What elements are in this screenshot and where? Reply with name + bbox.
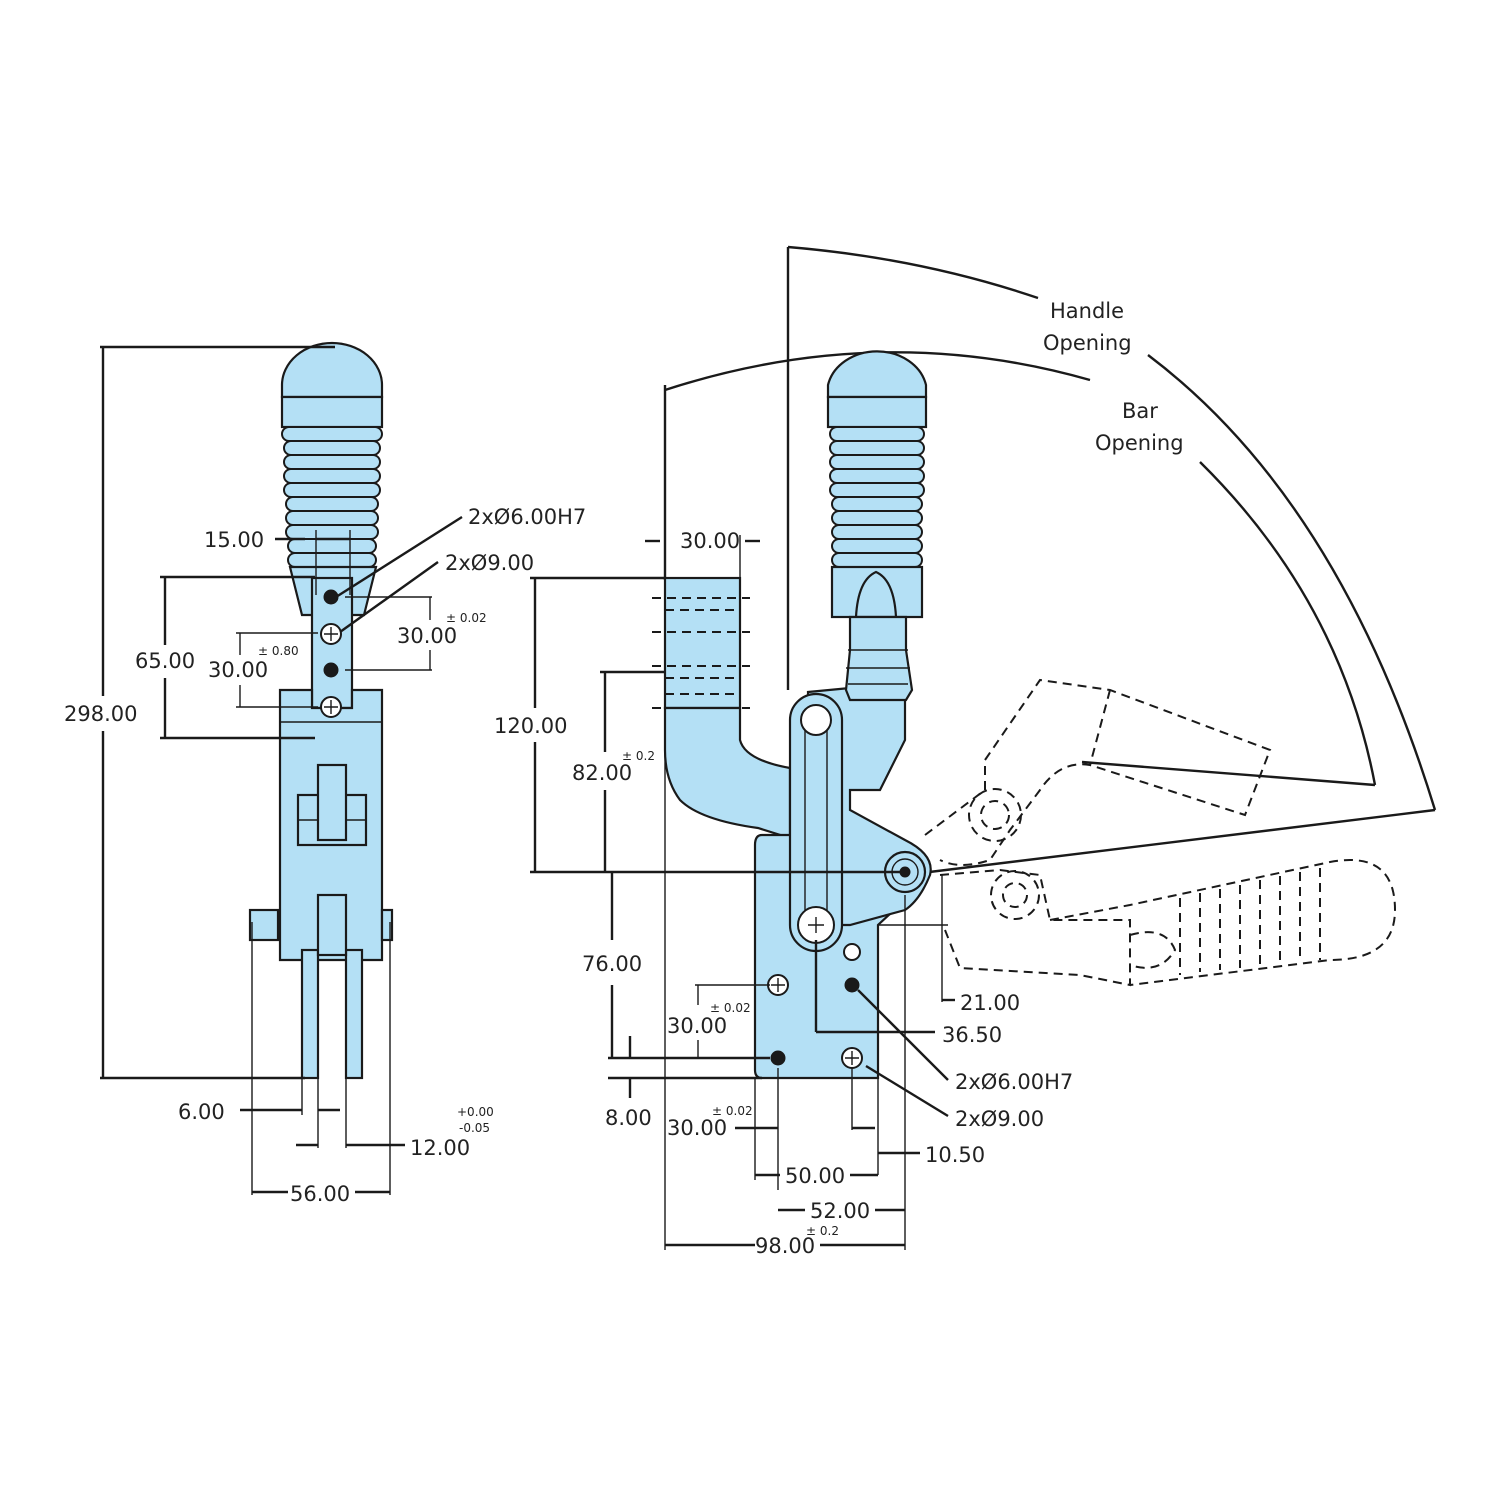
tol-002-b: ± 0.02 [710,1001,751,1015]
dim-30-right: 30.00 [397,624,457,648]
dim-65: 65.00 [135,649,195,673]
dim-50: 50.00 [785,1164,845,1188]
open-handle-ghost-upper [924,678,1272,866]
dim-15: 15.00 [204,528,264,552]
label-front-hole-6h7: 2xØ6.00H7 [955,1070,1073,1094]
tol-02-b: ± 0.2 [806,1224,839,1238]
dim-36-5: 36.50 [942,1023,1002,1047]
dim-21: 21.00 [960,991,1020,1015]
dim-12: 12.00 [410,1136,470,1160]
bar-opening-line1: Bar [1122,399,1158,423]
dim-120: 120.00 [494,714,567,738]
link-pivot-top [800,704,832,736]
tol-plus: +0.00 [457,1105,494,1119]
side-view: 15.00 65.00 30.00 ± 0.80 30.00 ± 0.02 29… [64,341,586,1206]
link-bar [788,692,844,953]
tol-002-c: ± 0.02 [712,1104,753,1118]
open-handle-ghost-lower [939,859,1397,987]
label-front-hole-9: 2xØ9.00 [955,1107,1044,1131]
base-hole-6h7-upper [844,977,860,993]
dim-76: 76.00 [582,952,642,976]
handle-opening-line2: Opening [1043,331,1132,355]
tol-minus: -0.05 [459,1121,490,1135]
dim-10-5: 10.50 [925,1143,985,1167]
dim-30-mid: 30.00 [667,1014,727,1038]
front-dimension-lines [530,535,955,1250]
front-view: Handle Opening Bar Opening 30.00 120.00 … [494,245,1437,1258]
dim-82: 82.00 [572,761,632,785]
side-dimension-lines [100,345,463,1195]
tol-080: ± 0.80 [258,644,299,658]
label-hole-6h7: 2xØ6.00H7 [468,505,586,529]
side-bolt [248,908,280,942]
clamping-bar [663,576,742,710]
side-hole-6h7-bottom [323,662,339,678]
side-finger-left [300,948,320,1080]
front-handle-knob [826,350,928,399]
dim-6: 6.00 [178,1100,225,1124]
opening-arcs [663,245,1437,877]
label-hole-9: 2xØ9.00 [445,551,534,575]
side-dimension-labels: 15.00 65.00 30.00 ± 0.80 30.00 ± 0.02 29… [64,505,586,1206]
handle-opening-line1: Handle [1050,299,1124,323]
side-grip-rings [281,426,383,568]
side-handle-knob [280,341,384,399]
dim-30-bottom: 30.00 [667,1116,727,1140]
base-hole-6h7-lower [770,1050,786,1066]
front-grip-rings [829,426,925,568]
dim-98: 98.00 [755,1234,815,1258]
front-knob-collar [826,395,928,429]
tol-002-a: ± 0.02 [446,611,487,625]
dim-30-left: 30.00 [208,658,268,682]
bar-opening-line2: Opening [1095,431,1184,455]
tol-02-a: ± 0.2 [622,749,655,763]
side-finger-right [344,948,364,1080]
dim-298: 298.00 [64,702,137,726]
front-handle-stem [844,615,914,702]
dim-56: 56.00 [290,1182,350,1206]
side-knob-collar [280,395,384,429]
front-labels: Handle Opening Bar Opening 30.00 120.00 … [494,299,1184,1258]
base-hole-open [843,943,861,961]
side-hole-6h7-top [323,589,339,605]
dim-52: 52.00 [810,1199,870,1223]
dim-30-top: 30.00 [680,529,740,553]
dim-8: 8.00 [605,1106,652,1130]
bar-arm [663,706,792,840]
